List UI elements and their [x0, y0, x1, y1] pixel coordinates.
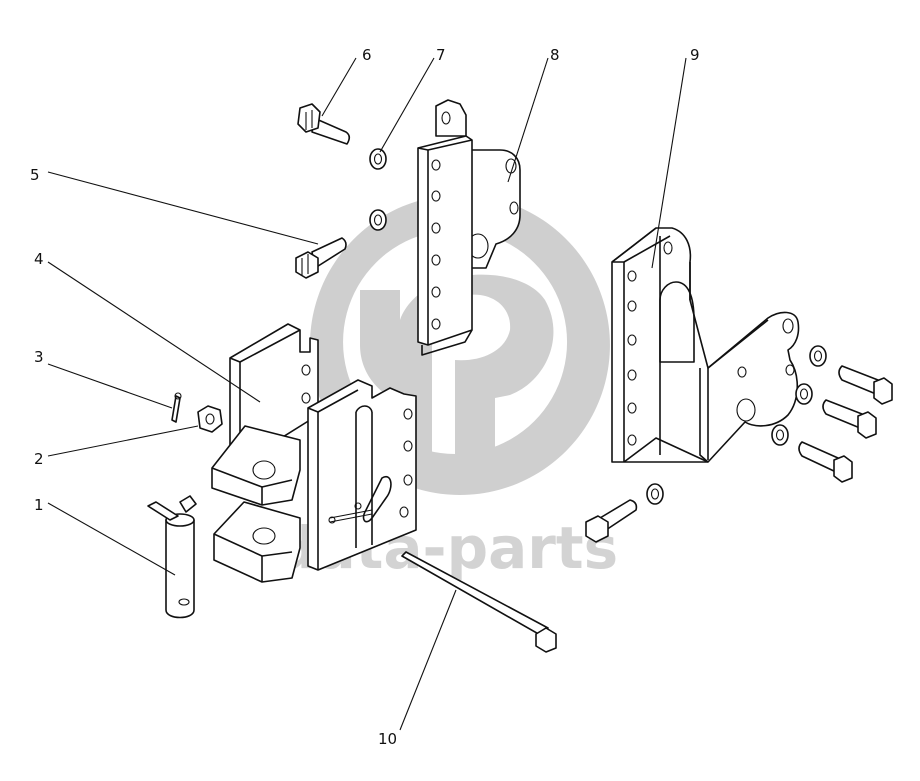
part-bolt-lower	[585, 499, 638, 543]
part-8-rail-bracket	[417, 99, 521, 356]
part-1-hitch-pin	[147, 495, 197, 619]
leader-2	[47, 425, 199, 457]
callout-2: 2	[34, 450, 44, 468]
leader-1	[47, 502, 176, 576]
part-bolt-right-3	[798, 441, 853, 483]
callout-5: 5	[30, 166, 40, 184]
part-washer-right-1	[809, 345, 827, 367]
callout-4: 4	[34, 250, 44, 268]
leader-8	[507, 57, 549, 183]
part-2-nut	[197, 405, 223, 433]
callout-labels: 1 2 3 4 5 6 7 8 9 10	[30, 46, 700, 748]
leader-7	[379, 57, 435, 153]
part-3-cotter-pin	[171, 392, 182, 423]
leader-10	[399, 589, 457, 731]
leader-4	[47, 261, 261, 403]
leader-lines	[47, 57, 687, 731]
leader-5	[47, 171, 319, 245]
leader-9	[651, 57, 687, 269]
part-7-washer-top	[369, 148, 387, 170]
callout-9: 9	[690, 46, 700, 64]
part-7-washer-lower	[369, 209, 387, 231]
part-6-bolt	[297, 103, 351, 145]
part-9-side-bracket	[611, 227, 800, 463]
part-washer-right-3	[771, 424, 789, 446]
callout-3: 3	[34, 348, 44, 366]
part-hitch-jaw-upper	[211, 425, 301, 506]
callout-7: 7	[436, 46, 446, 64]
leader-6	[321, 57, 357, 117]
part-hitch-jaw-lower	[213, 501, 301, 583]
part-washer-right-2	[795, 383, 813, 405]
leader-3	[47, 363, 173, 409]
part-front-channel	[307, 379, 417, 571]
callout-8: 8	[550, 46, 560, 64]
part-5-bolt	[295, 237, 347, 279]
callout-1: 1	[34, 496, 44, 514]
part-10-long-bolt	[401, 551, 557, 653]
part-washer-lower	[646, 483, 664, 505]
callout-6: 6	[362, 46, 372, 64]
callout-10: 10	[378, 730, 397, 748]
part-bolt-right-1	[838, 365, 893, 405]
part-bolt-right-2	[822, 399, 877, 439]
